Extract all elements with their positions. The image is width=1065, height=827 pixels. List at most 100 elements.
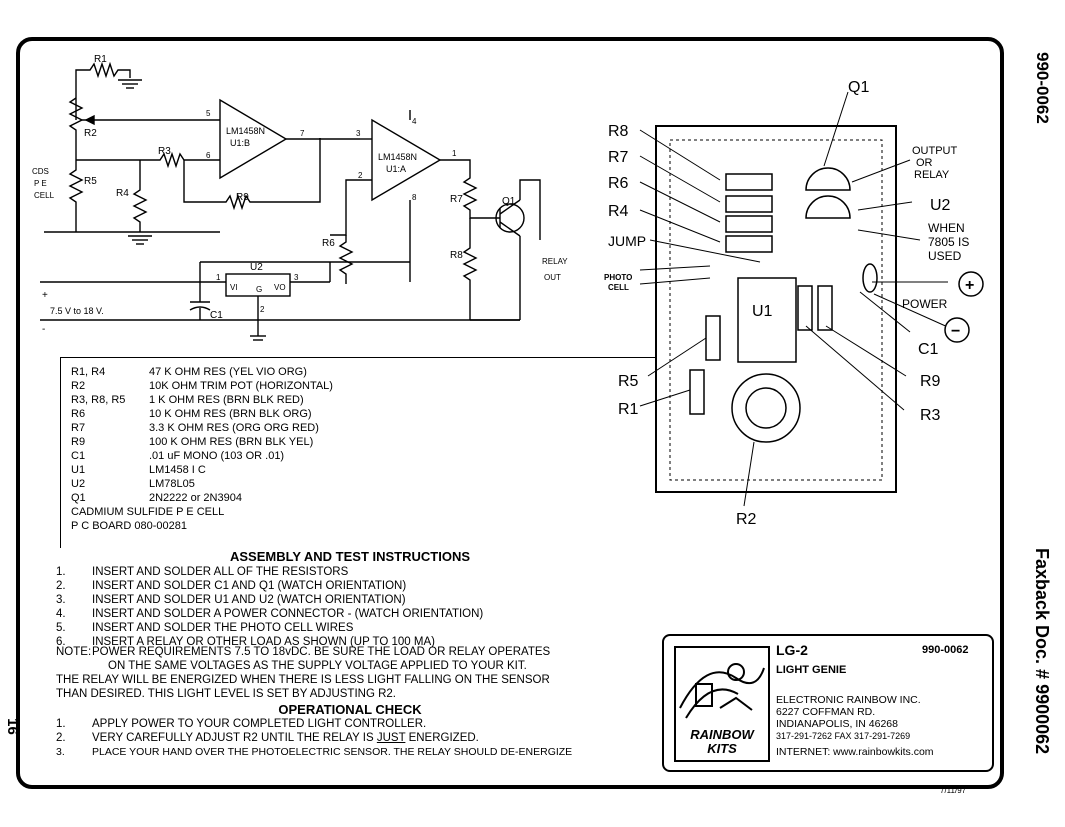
label-r7: R7	[450, 194, 463, 205]
side-faxback: Faxback Doc. # 9900062	[1032, 548, 1052, 755]
pin-6: 6	[206, 151, 211, 160]
check-step-1-text: APPLY POWER TO YOUR COMPLETED LIGHT CONT…	[92, 718, 427, 730]
board-label-r2: R2	[736, 511, 757, 528]
label-pe: P E	[34, 179, 47, 188]
pin-8: 8	[412, 193, 417, 202]
label-vo: VO	[274, 283, 286, 292]
revision-date: 7/11/97	[940, 786, 967, 795]
check-step-2-text-a: VERY CAREFULLY ADJUST R2 UNTIL THE RELAY…	[92, 732, 377, 744]
parts-row-desc: 47 K OHM RES (YEL VIO ORG)	[149, 366, 307, 378]
parts-row-desc: 100 K OHM RES (BRN BLK YEL)	[149, 436, 314, 448]
parts-row-ref: Q1	[71, 492, 86, 504]
model-number: LG-2	[776, 642, 808, 658]
board-label-photo: PHOTO	[604, 273, 632, 282]
label-cell: CELL	[34, 191, 55, 200]
assembly-step-text: INSERT AND SOLDER ALL OF THE RESISTORS	[92, 566, 349, 578]
assembly-step: 6.INSERT A RELAY OR OTHER LOAD AS SHOWN …	[56, 636, 435, 648]
label-supply: 7.5 V to 18 V.	[50, 306, 104, 316]
parts-row-ref: R3, R8, R5	[71, 394, 126, 406]
label-u2: U2	[250, 262, 263, 273]
note-text-1: POWER REQUIREMENTS 7.5 TO 18vDC. BE SURE…	[92, 646, 551, 658]
side-doc-number: 990-0062	[1033, 52, 1052, 124]
board-label-cell: CELL	[608, 283, 629, 292]
board-label-r8: R8	[608, 123, 629, 140]
label-plus: +	[42, 290, 48, 301]
check-step-3-text: PLACE YOUR HAND OVER THE PHOTOELECTRIC S…	[92, 746, 573, 758]
pin-1: 1	[452, 149, 457, 158]
pcb-layout: Q1 R8 R7 R6 R4 JUMP PHOTO CELL OUTPUT OR…	[604, 79, 984, 528]
board-label-u2: U2	[930, 197, 951, 214]
assembly-step-number: 2.	[56, 580, 66, 592]
page-number: 16	[3, 718, 21, 735]
info-box: RAINBOW KITS LG-2 990-0062 LIGHT GENIE E…	[662, 634, 994, 772]
board-label-r5: R5	[618, 373, 639, 390]
u2-pin-1: 1	[216, 273, 221, 282]
board-label-used: USED	[928, 249, 962, 263]
product-code: 990-0062	[922, 644, 969, 656]
note-line-2: ON THE SAME VOLTAGES AS THE SUPPLY VOLTA…	[108, 660, 527, 672]
board-label-7805: 7805 IS	[928, 235, 969, 249]
parts-row-ref: R7	[71, 422, 86, 434]
label-cds: CDS	[32, 167, 49, 176]
note-line-3: THE RELAY WILL BE ENERGIZED WHEN THERE I…	[56, 674, 550, 686]
assembly-step-number: 5.	[56, 622, 66, 634]
parts-row-ref: R6	[71, 408, 86, 420]
pin-3: 3	[356, 129, 361, 138]
parts-row-ref: R2	[71, 380, 86, 392]
board-label-r3: R3	[920, 407, 941, 424]
assembly-step-text: INSERT AND SOLDER THE PHOTO CELL WIRES	[92, 622, 354, 634]
rainbow-kits-logo: RAINBOW KITS	[674, 646, 770, 762]
label-r9: R9	[236, 192, 249, 203]
parts-row-ref: P C BOARD 080-00281	[71, 520, 187, 532]
label-minus: -	[42, 324, 45, 335]
note-line-4: THAN DESIRED. THIS LIGHT LEVEL IS SET BY…	[56, 688, 396, 700]
u2-pin-2: 2	[260, 305, 265, 314]
parts-row-desc: 1 K OHM RES (BRN BLK RED)	[149, 394, 304, 406]
parts-row-desc: 3.3 K OHM RES (ORG ORG RED)	[149, 422, 319, 434]
pin-5: 5	[206, 109, 211, 118]
check-step-1-number: 1.	[56, 718, 66, 730]
company-name: ELECTRONIC RAINBOW INC.	[776, 694, 921, 706]
parts-row-desc: LM78L05	[149, 478, 195, 490]
pin-7: 7	[300, 129, 305, 138]
parts-row-ref: C1	[71, 450, 86, 462]
assembly-step: 1.INSERT AND SOLDER ALL OF THE RESISTORS	[56, 566, 348, 578]
board-label-r6: R6	[608, 175, 629, 192]
assembly-step-number: 3.	[56, 594, 66, 606]
label-r4: R4	[116, 188, 129, 199]
label-u1a: U1:A	[386, 164, 406, 174]
label-u1b: U1:B	[230, 138, 250, 148]
assembly-step-number: 4.	[56, 608, 66, 620]
label-r8: R8	[450, 250, 463, 261]
parts-row-ref: CADMIUM SULFIDE P E CELL	[71, 506, 225, 518]
check-step-2-emphasis: JUST	[376, 732, 406, 744]
power-plus-icon: +	[965, 277, 974, 294]
page-frame	[16, 37, 1004, 789]
logo-art	[679, 663, 765, 719]
label-relay: RELAY	[542, 257, 568, 266]
assembly-title: ASSEMBLY AND TEST INSTRUCTIONS	[229, 549, 471, 564]
parts-row-desc: 2N2222 or 2N3904	[149, 492, 242, 504]
note-label: NOTE:	[56, 646, 92, 658]
label-out: OUT	[544, 273, 561, 282]
note-line-1: NOTE:POWER REQUIREMENTS 7.5 TO 18vDC. BE…	[56, 646, 550, 658]
board-label-power: POWER	[902, 297, 948, 311]
board-label-when: WHEN	[928, 221, 965, 235]
assembly-step: 4.INSERT AND SOLDER A POWER CONNECTOR - …	[56, 608, 483, 620]
parts-row-desc: .01 uF MONO (103 OR .01)	[149, 450, 285, 462]
label-c1: C1	[210, 310, 223, 321]
company-phone: 317-291-7262 FAX 317-291-7269	[776, 731, 911, 741]
pin-2: 2	[358, 171, 363, 180]
assembly-step-text: INSERT A RELAY OR OTHER LOAD AS SHOWN (U…	[92, 636, 435, 648]
label-r6: R6	[322, 238, 335, 249]
check-step-3: 3.PLACE YOUR HAND OVER THE PHOTOELECTRIC…	[56, 746, 572, 758]
board-label-r4: R4	[608, 203, 629, 220]
label-r3: R3	[158, 146, 171, 157]
label-r1: R1	[94, 54, 107, 65]
schematic-diagram: R1 R2 R3 R4 R5 R6 R7 R8 R9 CDS P E CELL …	[32, 54, 568, 341]
board-label-or: OR	[916, 157, 933, 169]
label-g: G	[256, 285, 262, 294]
check-title: OPERATIONAL CHECK	[278, 702, 422, 717]
check-step-2-text-c: ENERGIZED.	[405, 732, 479, 744]
label-q1: Q1	[502, 196, 516, 207]
